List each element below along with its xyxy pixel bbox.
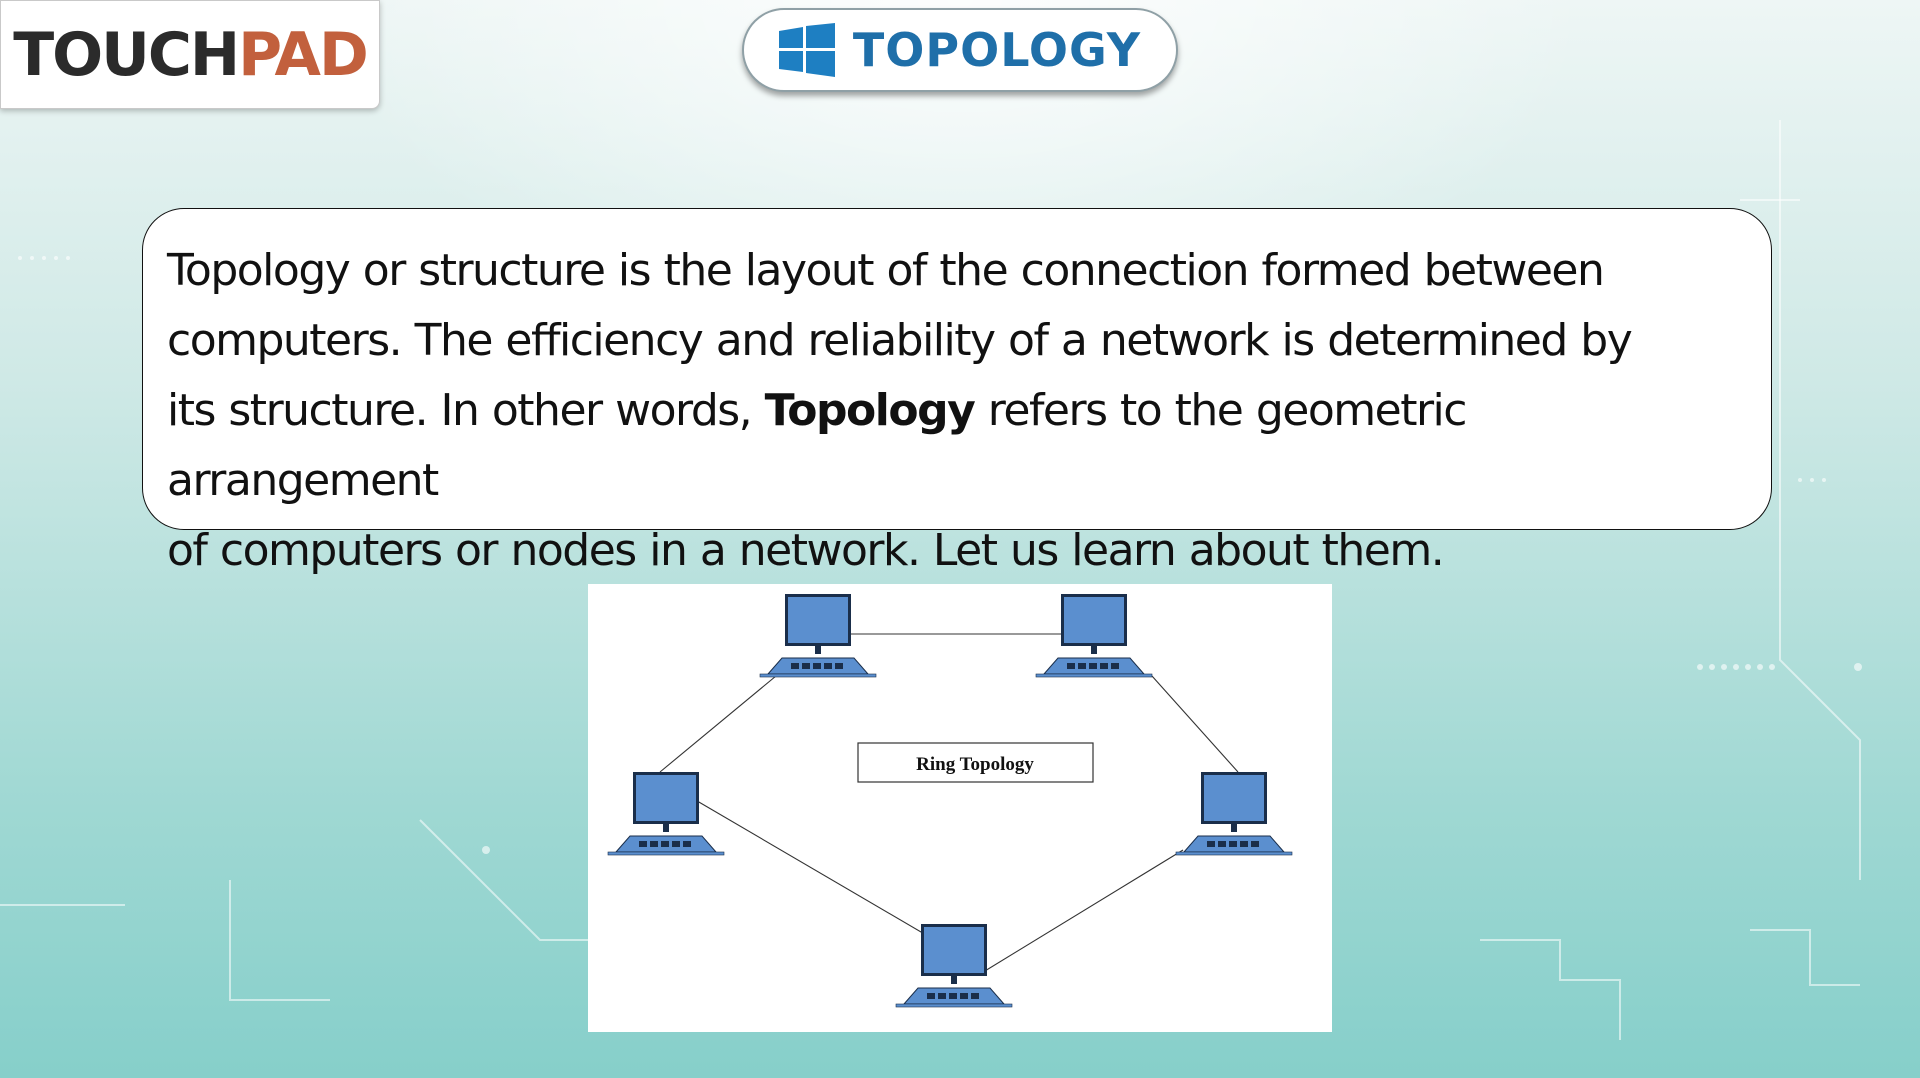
definition-line-4: of computers or nodes in a network. Let … xyxy=(167,525,1445,576)
diagram-label-box xyxy=(857,742,1094,783)
definition-line-2: computers. The efficiency and reliabilit… xyxy=(167,315,1633,366)
computer-icon xyxy=(1175,771,1293,856)
touchpad-logo: TOUCHPAD xyxy=(0,0,380,109)
computer-icon xyxy=(607,771,725,856)
computer-icon xyxy=(759,593,877,678)
ring-connections xyxy=(659,633,1239,975)
windows-logo-icon xyxy=(778,23,835,77)
topology-keyword: Topology xyxy=(764,385,976,436)
ring-topology-diagram: Ring Topology xyxy=(588,584,1332,1032)
definition-line-3: its structure. In other words, Topology … xyxy=(167,376,1747,516)
title-banner: TOPOLOGY xyxy=(742,8,1178,92)
page-title: TOPOLOGY xyxy=(852,23,1142,77)
computer-icon xyxy=(1035,593,1153,678)
line3-text-before: its structure. In other words, xyxy=(167,385,765,436)
line3-text-after: refers to the geometric arrangement xyxy=(167,385,1467,506)
definition-line-1: Topology or structure is the layout of t… xyxy=(167,245,1605,296)
logo-text-touch: TOUCH xyxy=(13,19,240,90)
logo-text-pad: PAD xyxy=(238,19,369,90)
diagram-label: Ring Topology xyxy=(916,754,1034,775)
definition-box: Topology or structure is the layout of t… xyxy=(142,208,1772,576)
